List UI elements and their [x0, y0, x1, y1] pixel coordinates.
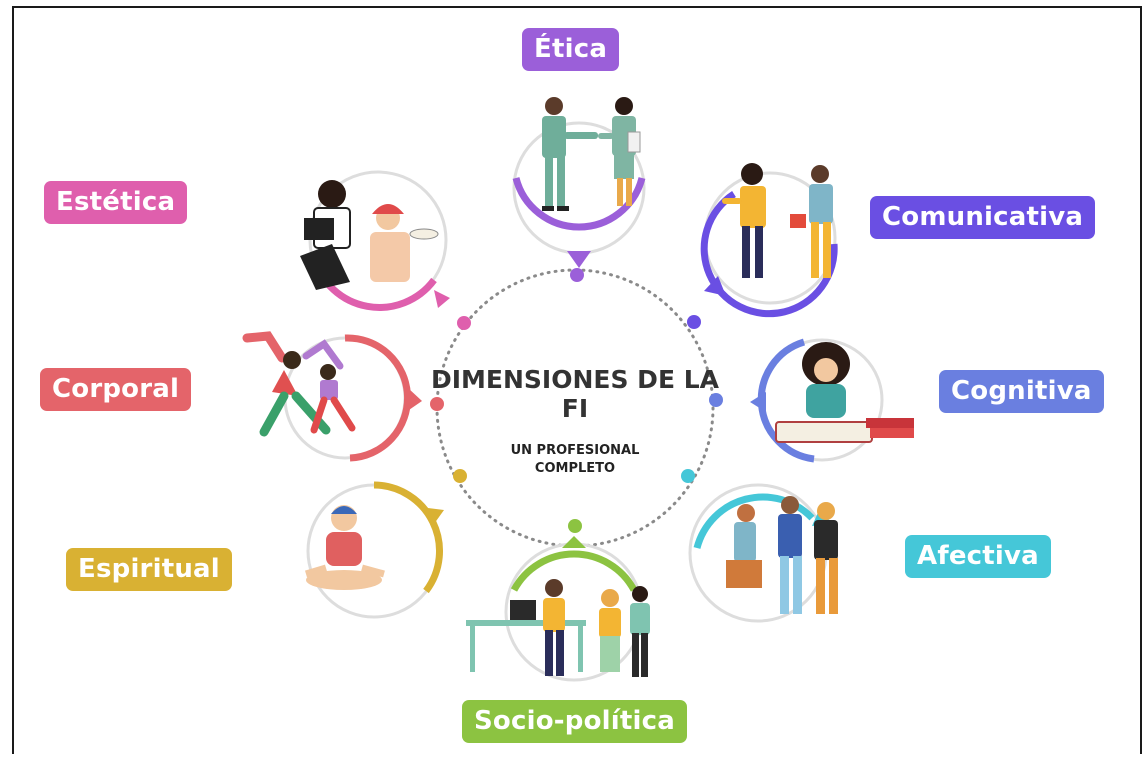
- ring-dot-sociopolitica: [568, 519, 582, 533]
- label-afectiva: Afectiva: [905, 535, 1051, 578]
- illustration-espiritual: [304, 481, 444, 619]
- illustration-estetica: [300, 170, 450, 311]
- ring-dot-comunicativa: [687, 315, 701, 329]
- ring-dot-espiritual: [453, 469, 467, 483]
- ring-dot-afectiva: [681, 469, 695, 483]
- illustration-sociopolitica: [466, 536, 650, 682]
- illustration-afectiva: [688, 483, 838, 623]
- illustration-etica: [512, 97, 646, 268]
- label-sociopolitica: Socio-política: [462, 700, 687, 743]
- ring-dot-cognitiva: [709, 393, 723, 407]
- center-subtitle: UN PROFESIONAL COMPLETO: [510, 443, 640, 476]
- illustration-cognitiva: [750, 338, 914, 463]
- ring-dot-estetica: [457, 316, 471, 330]
- label-estetica: Estética: [44, 181, 188, 224]
- ring-dot-etica: [570, 268, 584, 282]
- label-corporal: Corporal: [40, 368, 192, 411]
- diagram-canvas: DIMENSIONES DE LA FI UN PROFESIONAL COMP…: [12, 6, 1142, 754]
- illustration-comunicativa: [700, 163, 838, 318]
- ring-dot-corporal: [430, 397, 444, 411]
- center-title: DIMENSIONES DE LA FI: [430, 365, 719, 423]
- illustration-corporal: [242, 331, 422, 462]
- label-etica: Ética: [522, 28, 620, 71]
- diagram-graphics: [242, 97, 914, 682]
- label-comunicativa: Comunicativa: [870, 196, 1096, 239]
- label-cognitiva: Cognitiva: [939, 370, 1104, 413]
- label-espiritual: Espiritual: [66, 548, 232, 591]
